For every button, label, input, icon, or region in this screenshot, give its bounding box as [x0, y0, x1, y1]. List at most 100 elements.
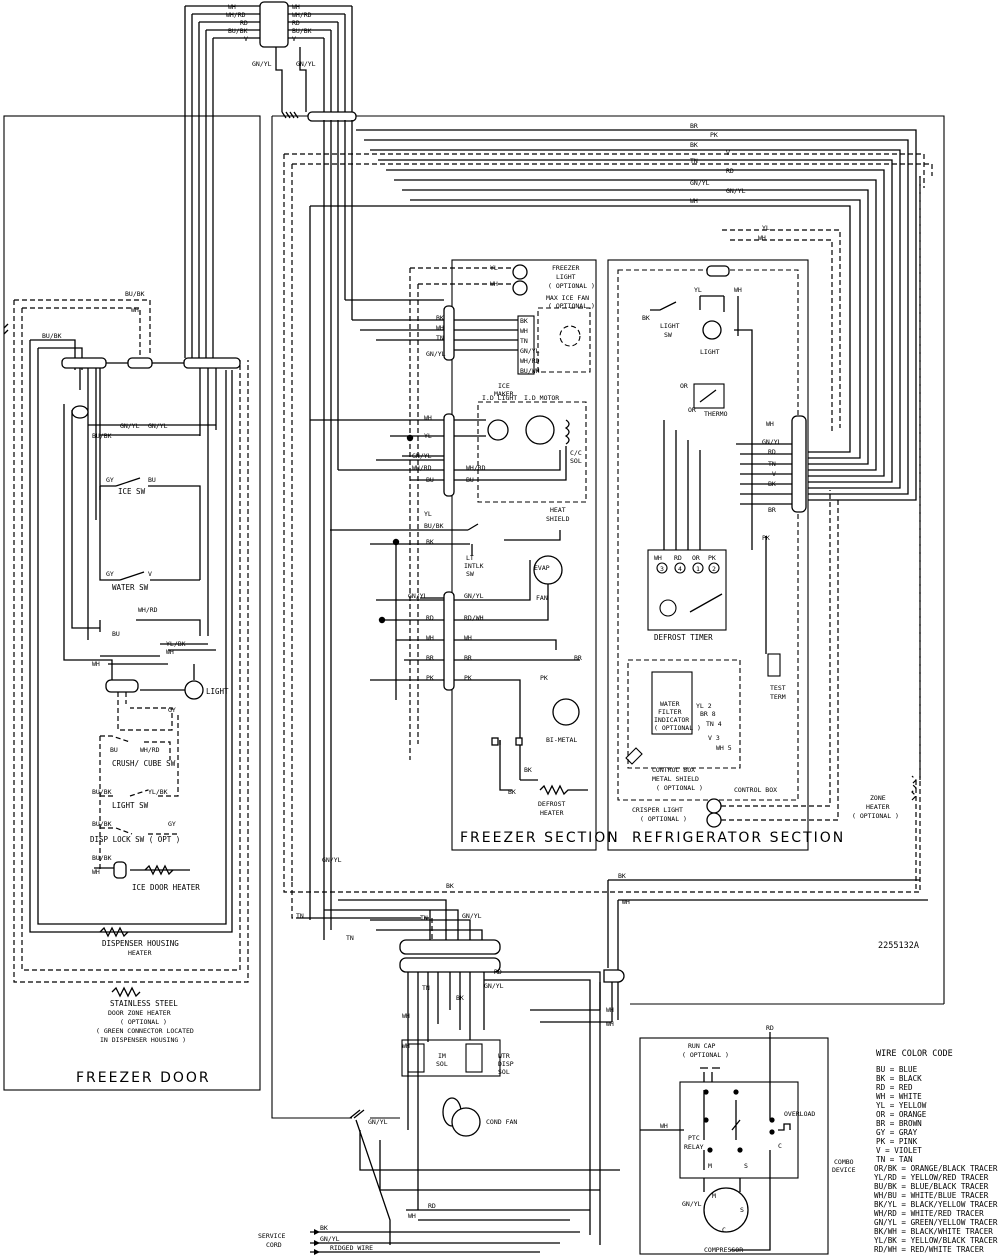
legend-entry: BK/YL = BLACK/YELLOW TRACER	[874, 1200, 998, 1209]
svg-text:2: 2	[712, 565, 716, 573]
svg-text:GN/YL: GN/YL	[120, 422, 140, 430]
svg-text:BU/BK: BU/BK	[42, 332, 62, 340]
freezer-harness-connector-upper	[443, 413, 455, 497]
svg-text:GN/YL: GN/YL	[322, 856, 342, 864]
svg-text:TN: TN	[420, 914, 428, 922]
svg-text:PTC: PTC	[688, 1134, 700, 1142]
svg-text:BR: BR	[768, 506, 776, 514]
svg-text:FAN: FAN	[536, 594, 548, 602]
svg-text:OR: OR	[692, 554, 700, 562]
svg-text:( OPTIONAL ): ( OPTIONAL )	[548, 302, 595, 310]
light-sw-label: LIGHT SW	[112, 801, 149, 810]
svg-text:WH: WH	[92, 660, 100, 668]
ground-symbol	[281, 111, 299, 119]
ice-door-heater-connector	[113, 861, 127, 879]
svg-text:WH: WH	[654, 554, 662, 562]
svg-text:1: 1	[696, 565, 700, 573]
svg-text:BK: BK	[456, 994, 464, 1002]
svg-text:BU/BK: BU/BK	[92, 854, 112, 862]
svg-text:BK: BK	[508, 788, 516, 796]
cabinet-outline	[271, 115, 945, 1119]
water-filter-box	[627, 659, 741, 769]
svg-text:IN DISPENSER HOUSING ): IN DISPENSER HOUSING )	[100, 1036, 186, 1044]
svg-text:TERM: TERM	[770, 693, 786, 701]
svg-text:V: V	[772, 470, 776, 478]
legend-entry: WH = WHITE	[876, 1092, 922, 1101]
svg-text:4: 4	[678, 565, 682, 573]
legend-entry: BR = BROWN	[876, 1119, 922, 1128]
refrigerator-section: YL WH YL WH BK LIGHT SW LIGHT OR OR THER…	[607, 224, 843, 851]
freezer-door-outline	[3, 115, 261, 1091]
water-sw-label: WATER SW	[112, 583, 149, 592]
svg-text:OR: OR	[688, 406, 696, 414]
stainless-door-heater	[111, 986, 141, 998]
svg-text:BK: BK	[426, 538, 434, 546]
svg-text:V: V	[148, 570, 152, 578]
svg-text:BU/BK: BU/BK	[424, 522, 444, 530]
svg-text:TEST: TEST	[770, 684, 786, 692]
svg-text:LT: LT	[466, 554, 474, 562]
svg-text:BU/BK: BU/BK	[92, 820, 112, 828]
svg-text:( OPTIONAL ): ( OPTIONAL )	[548, 282, 595, 290]
svg-text:MAKER: MAKER	[494, 390, 514, 398]
svg-text:GN/YL: GN/YL	[368, 1118, 388, 1126]
svg-text:GN/YL: GN/YL	[682, 1200, 702, 1208]
svg-text:WTR: WTR	[498, 1052, 510, 1060]
svg-text:RD/WH: RD/WH	[464, 614, 484, 622]
svg-text:RELAY: RELAY	[684, 1143, 704, 1151]
bus-wire-label: WH	[690, 197, 698, 205]
svg-text:BU: BU	[466, 476, 474, 484]
crisper-light-bulb	[706, 798, 722, 814]
svg-text:C/C: C/C	[570, 449, 582, 457]
svg-text:( OPTIONAL ): ( OPTIONAL )	[852, 812, 899, 820]
svg-text:CORD: CORD	[266, 1241, 282, 1249]
svg-text:IM: IM	[438, 1052, 446, 1060]
svg-text:( OPTIONAL ): ( OPTIONAL )	[656, 784, 703, 792]
legend-entry: OR/BK = ORANGE/BLACK TRACER	[874, 1164, 998, 1173]
legend-entry: BU/BK = BLUE/BLACK TRACER	[874, 1182, 989, 1191]
svg-text:WH: WH	[408, 1212, 416, 1220]
svg-text:WH: WH	[734, 286, 742, 294]
door-connector-mid	[127, 357, 153, 369]
svg-text:C: C	[778, 1142, 782, 1150]
metal-shield-icon	[625, 747, 643, 765]
bus-wire-label: V	[726, 149, 730, 157]
svg-text:FREEZER: FREEZER	[552, 264, 579, 272]
svg-text:WATER: WATER	[660, 700, 680, 708]
svg-text:GN/YL: GN/YL	[148, 422, 168, 430]
bus-wire-label: BR	[690, 122, 698, 130]
svg-text:WH: WH	[766, 420, 774, 428]
svg-text:RD: RD	[494, 968, 502, 976]
svg-text:BK: BK	[618, 872, 626, 880]
svg-text:BK: BK	[520, 317, 528, 325]
svg-text:WH: WH	[490, 280, 498, 288]
diagram-id: 2255132A	[878, 941, 919, 951]
top-wire-label: RD	[240, 19, 248, 27]
max-ice-fan-box	[537, 307, 591, 373]
door-light-label: LIGHT	[206, 687, 229, 696]
svg-text:( OPTIONAL ): ( OPTIONAL )	[682, 1051, 729, 1059]
top-hinge-connector: WH WH/RD RD BU/BK V WH WH/RD RD BU/BK V …	[184, 1, 357, 358]
svg-text:BI-METAL: BI-METAL	[546, 736, 577, 744]
top-wire-label: WH/RD	[292, 11, 312, 19]
svg-text:GN/YL: GN/YL	[426, 350, 446, 358]
svg-text:YL/BK: YL/BK	[148, 788, 168, 796]
defrost-heater	[539, 784, 588, 796]
svg-text:GN/YL: GN/YL	[484, 982, 504, 990]
svg-text:BU: BU	[148, 476, 156, 484]
svg-text:YL: YL	[424, 510, 432, 518]
svg-text:PK: PK	[464, 674, 472, 682]
svg-text:DEFROST TIMER: DEFROST TIMER	[654, 633, 713, 642]
svg-text:WH: WH	[402, 1042, 410, 1050]
svg-text:BR: BR	[574, 654, 582, 662]
svg-text:PK: PK	[708, 554, 716, 562]
svg-text:OVERLOAD: OVERLOAD	[784, 1110, 815, 1118]
svg-text:CRISPER LIGHT: CRISPER LIGHT	[632, 806, 683, 814]
svg-text:WH: WH	[520, 327, 528, 335]
svg-text:CONTROL BOX: CONTROL BOX	[734, 786, 777, 794]
svg-text:RUN CAP: RUN CAP	[688, 1042, 715, 1050]
svg-text:BU: BU	[110, 746, 118, 754]
top-wire-label: RD	[292, 19, 300, 27]
svg-text:LIGHT: LIGHT	[660, 322, 680, 330]
svg-text:BR 8: BR 8	[700, 710, 716, 718]
